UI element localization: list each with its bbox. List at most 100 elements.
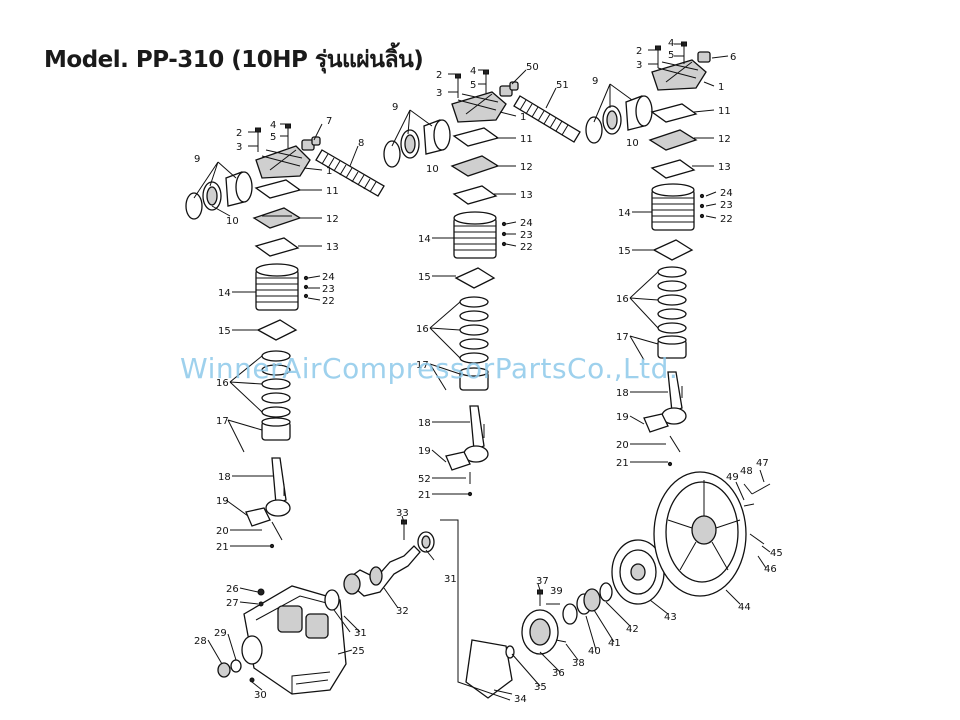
part-label: 33 bbox=[396, 508, 409, 519]
cylinder-head-right bbox=[651, 59, 707, 91]
part-label: 12 bbox=[718, 134, 731, 145]
bearing-cover-assembly bbox=[465, 582, 613, 699]
part-label: 22 bbox=[720, 214, 733, 225]
piston-rings-left bbox=[261, 350, 291, 418]
pulley-and-flywheel bbox=[611, 471, 771, 605]
part-label: 21 bbox=[418, 490, 431, 501]
part-label: 13 bbox=[718, 162, 731, 173]
rod-cap-right bbox=[643, 413, 669, 433]
part-label: 31 bbox=[444, 574, 457, 585]
part-label: 12 bbox=[520, 162, 533, 173]
cylinder-gasket-right bbox=[652, 239, 694, 261]
connecting-rod-middle bbox=[463, 405, 489, 463]
part-label: 26 bbox=[226, 584, 239, 595]
part-label: 28 bbox=[194, 636, 207, 647]
part-label: 7 bbox=[326, 116, 332, 127]
part-label: 21 bbox=[616, 458, 629, 469]
part-label: 24 bbox=[720, 188, 733, 199]
crankshaft-assembly bbox=[324, 519, 435, 611]
part-label: 9 bbox=[592, 76, 598, 87]
part-label: 6 bbox=[730, 52, 736, 63]
piston-rings-right bbox=[657, 266, 687, 334]
air-filter-left bbox=[185, 171, 253, 220]
part-label: 22 bbox=[520, 242, 533, 253]
part-label: 3 bbox=[436, 88, 442, 99]
cylinder-gasket-left bbox=[256, 319, 298, 341]
part-label: 2 bbox=[636, 46, 642, 57]
part-label: 9 bbox=[194, 154, 200, 165]
left-cylinder-assembly bbox=[185, 123, 385, 549]
part-label: 38 bbox=[572, 658, 585, 669]
part-label: 19 bbox=[418, 446, 431, 457]
valve-plate-middle bbox=[450, 155, 500, 177]
part-label: 43 bbox=[664, 612, 677, 623]
part-label: 16 bbox=[416, 324, 429, 335]
delivery-pipe-middle bbox=[513, 95, 581, 143]
part-label: 45 bbox=[770, 548, 783, 559]
part-label: 4 bbox=[270, 120, 276, 131]
part-label: 23 bbox=[720, 200, 733, 211]
part-label: 35 bbox=[534, 682, 547, 693]
part-label: 15 bbox=[218, 326, 231, 337]
part-label: 37 bbox=[536, 576, 549, 587]
rod-cap-middle bbox=[445, 451, 471, 471]
part-label: 16 bbox=[216, 378, 229, 389]
part-label: 3 bbox=[236, 142, 242, 153]
part-label: 18 bbox=[418, 418, 431, 429]
part-label: 16 bbox=[616, 294, 629, 305]
part-label: 5 bbox=[470, 80, 476, 91]
part-label: 31 bbox=[354, 628, 367, 639]
part-label: 18 bbox=[616, 388, 629, 399]
part-number-labels: 2 3 4 5 7 8 9 10 1 11 12 13 14 24 23 22 … bbox=[194, 38, 783, 705]
part-label: 9 bbox=[392, 102, 398, 113]
part-label: 44 bbox=[738, 602, 751, 613]
part-label: 2 bbox=[436, 70, 442, 81]
part-label: 18 bbox=[218, 472, 231, 483]
piston-middle bbox=[459, 367, 489, 391]
air-filter-right bbox=[585, 95, 653, 144]
page-title: Model. PP-310 (10HP รุ่นแผ่นลิ้น) bbox=[44, 47, 424, 73]
part-label: 51 bbox=[556, 80, 569, 91]
part-label: 17 bbox=[216, 416, 229, 427]
part-label: 36 bbox=[552, 668, 565, 679]
cylinder-head-middle bbox=[451, 91, 507, 123]
part-label: 47 bbox=[756, 458, 769, 469]
part-label: 25 bbox=[352, 646, 365, 657]
part-label: 19 bbox=[616, 412, 629, 423]
part-label: 40 bbox=[588, 646, 601, 657]
part-label: 20 bbox=[216, 526, 229, 537]
middle-cylinder-assembly bbox=[383, 69, 581, 497]
elbow-fitting-right bbox=[697, 51, 711, 63]
valve-gasket-middle bbox=[452, 185, 498, 205]
part-label: 24 bbox=[520, 218, 533, 229]
part-label: 15 bbox=[418, 272, 431, 283]
part-label: 11 bbox=[326, 186, 339, 197]
cylinder-barrel-right bbox=[651, 183, 705, 231]
part-label: 17 bbox=[616, 332, 629, 343]
part-label: 34 bbox=[514, 694, 527, 705]
crank-bearing-left bbox=[324, 589, 340, 611]
part-label: 10 bbox=[226, 216, 239, 227]
part-label: 50 bbox=[526, 62, 539, 73]
part-label: 14 bbox=[618, 208, 631, 219]
part-label: 48 bbox=[740, 466, 753, 477]
cover-gasket bbox=[465, 639, 513, 699]
part-label: 20 bbox=[616, 440, 629, 451]
part-label: 5 bbox=[270, 132, 276, 143]
head-gasket-right bbox=[650, 103, 698, 123]
part-label: 39 bbox=[550, 586, 563, 597]
part-label: 29 bbox=[214, 628, 227, 639]
part-label: 52 bbox=[418, 474, 431, 485]
valve-plate-right bbox=[648, 129, 698, 151]
part-label: 12 bbox=[326, 214, 339, 225]
part-label: 15 bbox=[618, 246, 631, 257]
piston-rings-middle bbox=[459, 296, 489, 364]
valve-gasket-left bbox=[254, 237, 300, 257]
valve-plate-left bbox=[252, 207, 302, 229]
part-label: 1 bbox=[520, 112, 526, 123]
part-label: 5 bbox=[668, 50, 674, 61]
connecting-rod-left bbox=[265, 457, 291, 517]
piston-right bbox=[657, 335, 687, 359]
